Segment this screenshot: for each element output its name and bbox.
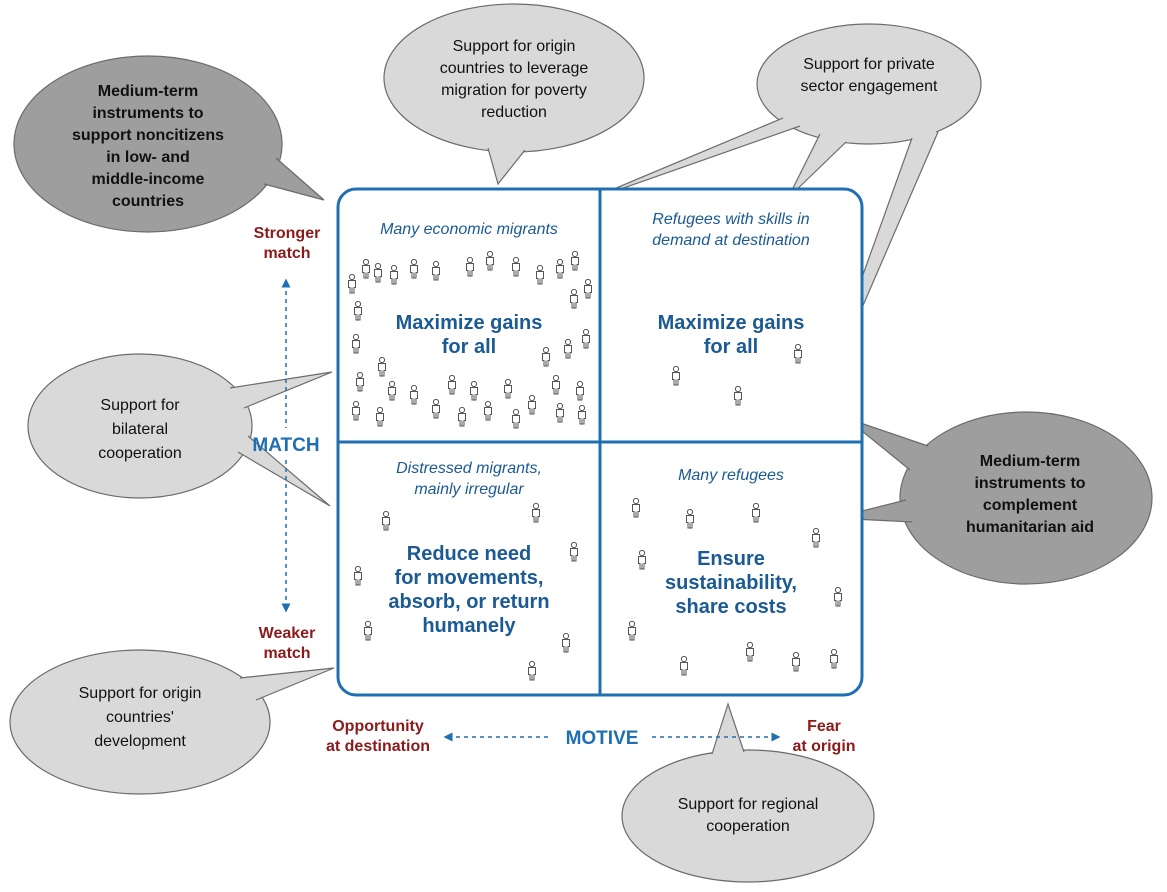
person-icon: [410, 384, 418, 405]
person-icon: [432, 398, 440, 419]
person-icon: [834, 586, 842, 607]
person-icon: [470, 380, 478, 401]
person-icon: [362, 258, 370, 279]
person-icon: [354, 565, 362, 586]
person-icon: [576, 380, 584, 401]
quadrant-top-left-caption: Many economic migrants: [380, 221, 558, 238]
person-icon: [528, 660, 536, 681]
person-icon: [536, 264, 544, 285]
person-icon: [382, 510, 390, 531]
person-icon: [390, 264, 398, 285]
person-icon: [552, 374, 560, 395]
person-icon: [374, 262, 382, 283]
person-icon: [448, 374, 456, 395]
person-icon: [432, 260, 440, 281]
person-icon: [528, 394, 536, 415]
person-icon: [752, 502, 760, 523]
person-icon: [364, 620, 372, 641]
person-icon: [830, 648, 838, 669]
person-icon: [734, 385, 742, 406]
quadrant-bottom-left-caption: Distressed migrants,mainly irregular: [396, 460, 542, 498]
match-axis-label: MATCH: [252, 435, 319, 456]
person-icon: [794, 343, 802, 364]
person-icon: [571, 250, 579, 271]
person-icon: [466, 256, 474, 277]
quadrant-grid: [336, 187, 864, 697]
person-icon: [512, 256, 520, 277]
person-icon: [578, 404, 586, 425]
person-icon: [458, 406, 466, 427]
person-icon: [638, 549, 646, 570]
person-icon: [556, 402, 564, 423]
person-icon: [812, 527, 820, 548]
person-icon: [570, 541, 578, 562]
person-icon: [584, 278, 592, 299]
person-icon: [632, 497, 640, 518]
person-icon: [410, 258, 418, 279]
person-icon: [352, 400, 360, 421]
match-axis: MATCH: [252, 278, 320, 613]
quadrant-bottom-right-caption: Many refugees: [678, 467, 784, 484]
person-icon: [532, 502, 540, 523]
person-icon: [376, 406, 384, 427]
person-icon: [512, 408, 520, 429]
person-icon: [628, 620, 636, 641]
people-figures: [348, 250, 842, 681]
person-icon: [746, 641, 754, 662]
person-icon: [672, 365, 680, 386]
person-icon: [686, 508, 694, 529]
person-icon: [484, 400, 492, 421]
person-icon: [542, 346, 550, 367]
person-icon: [486, 250, 494, 271]
person-icon: [388, 380, 396, 401]
person-icon: [352, 333, 360, 354]
person-icon: [570, 288, 578, 309]
person-icon: [378, 356, 386, 377]
person-icon: [356, 371, 364, 392]
person-icon: [564, 338, 572, 359]
person-icon: [680, 655, 688, 676]
person-icon: [562, 632, 570, 653]
person-icon: [504, 378, 512, 399]
person-icon: [792, 651, 800, 672]
person-icon: [582, 328, 590, 349]
motive-axis: MOTIVE: [443, 728, 781, 749]
person-icon: [348, 273, 356, 294]
person-icon: [556, 258, 564, 279]
person-icon: [354, 300, 362, 321]
motive-axis-label: MOTIVE: [566, 728, 639, 749]
